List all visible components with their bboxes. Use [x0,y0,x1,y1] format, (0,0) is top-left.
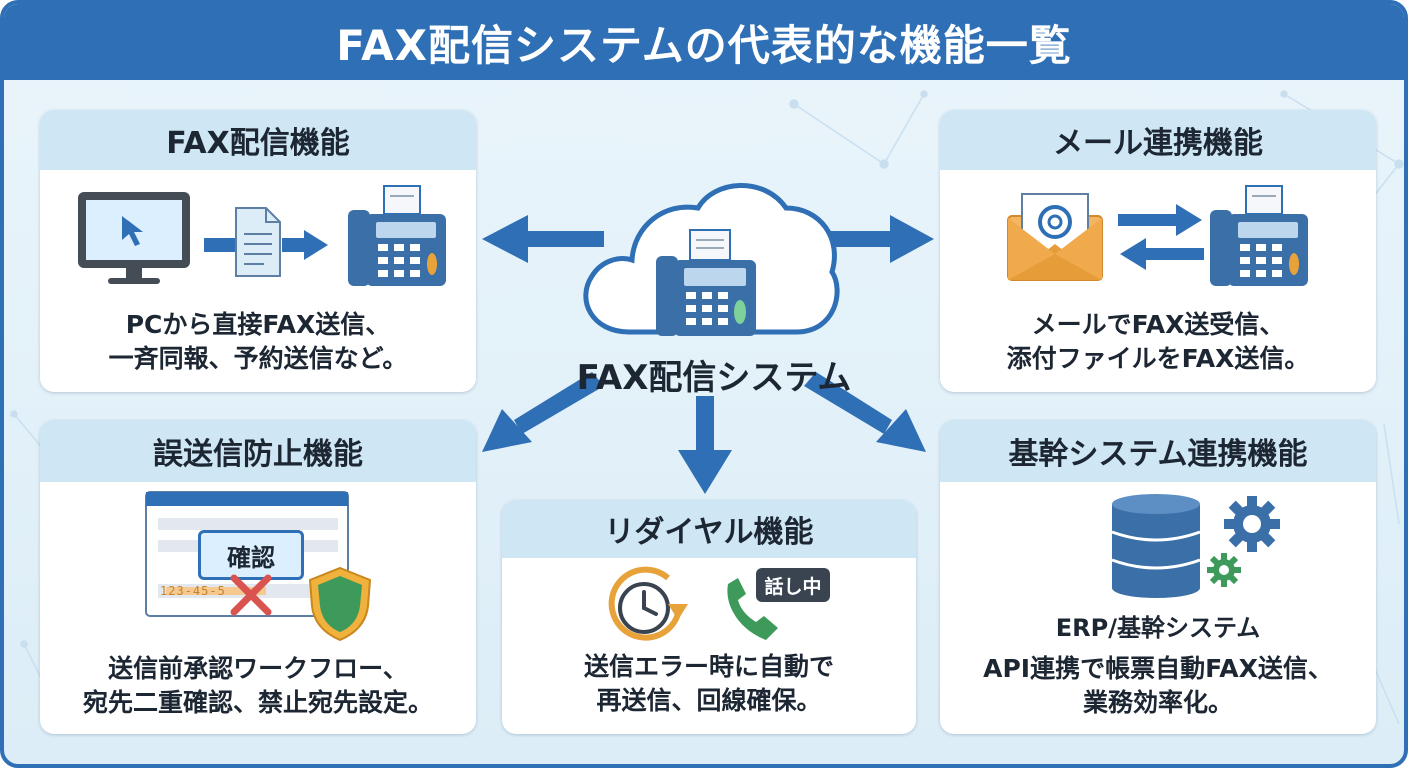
arrow-to-fax-delivery [482,215,604,263]
exchange-arrows-icon [1118,204,1204,270]
panel-fax-delivery-description: PCから直接FAX送信、 一斉同報、予約送信など。 [108,310,408,373]
panel-error-prevention-description: 送信前承認ワークフロー、 宛先二重確認、禁止宛先設定。 [82,654,433,717]
panel-error-prevention-title: 誤送信防止機能 [40,420,476,482]
fax-machine-icon [1210,185,1308,286]
database-icon [1111,494,1201,598]
gear-icon [1207,496,1280,587]
shield-icon [308,566,372,642]
page-title: FAX配信システムの代表的な機能一覧 [336,20,1072,70]
panel-error-prevention: 誤送信防止機能 123-45-5 確認 送信前承認ワークフロー、 宛先二重確認、… [40,420,476,734]
email-icon [1007,193,1103,281]
center-fax-machine-icon [656,229,756,336]
x-mark-icon [230,574,272,616]
panel-mail-link-title: メール連携機能 [940,110,1376,170]
clock-retry-icon [608,566,688,641]
title-banner: FAX配信システムの代表的な機能一覧 [4,4,1404,80]
monitor-icon [78,192,190,284]
arrow-to-error-prevention [482,372,604,452]
panel-fax-delivery-title: FAX配信機能 [40,110,476,170]
panel-redial-description: 送信エラー時に自動で 再送信、回線確保。 [583,652,834,715]
arrow-to-redial [678,396,732,494]
center-system-label: FAX配信システム [576,358,852,398]
panel-redial-title: リダイヤル機能 [502,500,916,558]
panel-core-system: 基幹システム連携機能 [940,420,1376,734]
panel-core-system-description: API連携で帳票自動FAX送信、 業務効率化。 [983,654,1333,717]
fax-machine-icon [348,185,446,286]
panel-mail-link-description: メールでFAX送受信、 添付ファイルをFAX送信。 [1006,310,1310,373]
sample-fax-number: 123-45-5 [160,584,226,598]
panel-mail-link: メール連携機能 [940,110,1376,392]
document-icon [204,207,328,277]
arrow-to-mail-link [824,215,934,263]
core-system-sub-label: ERP/基幹システム [1055,614,1261,642]
panel-core-system-title: 基幹システム連携機能 [940,420,1376,482]
phone-icon [727,578,778,640]
connection-arrows [482,215,934,494]
panel-redial: リダイヤル機能 話し中 送信エラー時に自動で 再送信、回線確保。 [502,500,916,734]
busy-badge: 話し中 [756,568,830,602]
confirm-dialog-label: 確認 [198,530,304,580]
panel-fax-delivery: FAX配信機能 [40,110,476,392]
arrow-to-core-system [804,372,926,452]
